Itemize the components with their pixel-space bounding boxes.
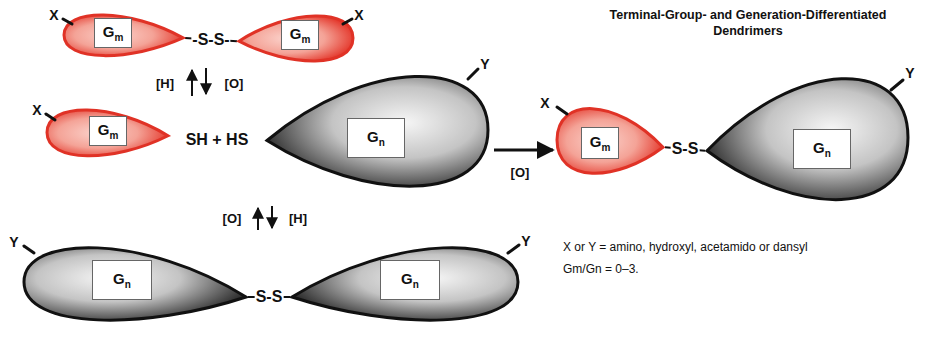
generation-box: Gn — [92, 260, 152, 300]
reaction-label: [O] — [511, 165, 530, 180]
terminal-stub — [891, 80, 903, 90]
generation-label: Gm — [290, 25, 311, 45]
generation-label: Gm — [98, 121, 119, 141]
terminal-group: Y — [521, 233, 530, 249]
reaction-arrow — [271, 206, 273, 228]
generation-box: Gm — [281, 20, 319, 50]
small-dendrimer: GmX — [62, 6, 185, 64]
terminal-stub — [508, 245, 519, 253]
title: Terminal-Group- and Generation-Different… — [598, 8, 898, 39]
generation-label: Gn — [367, 128, 385, 148]
generation-box: Gn — [347, 118, 405, 158]
reaction-label: [H] — [156, 76, 174, 91]
terminal-group: X — [49, 7, 58, 23]
terminal-group: Y — [905, 65, 914, 81]
small-dendrimer: GmX — [555, 95, 665, 185]
generation-label: Gm — [590, 133, 611, 153]
reaction-arrow — [494, 149, 553, 152]
generation-label: Gn — [401, 270, 419, 290]
dendrimer-shape — [239, 16, 353, 61]
reaction-arrow — [257, 208, 259, 230]
reaction-arrow — [191, 70, 193, 96]
generation-label: Gn — [813, 139, 831, 159]
reaction-label: [H] — [289, 211, 307, 226]
dendrimer-shape — [292, 248, 518, 320]
terminal-stub — [63, 19, 72, 24]
reaction-label: SH + HS — [186, 131, 249, 149]
terminal-stub — [557, 107, 567, 114]
terminal-group: Y — [9, 234, 18, 250]
bond-label: -S-S- — [191, 31, 230, 49]
terminal-group: X — [540, 95, 549, 111]
generation-label: Gm — [103, 23, 124, 43]
generation-box: Gn — [793, 129, 851, 169]
dendrimer-shape — [707, 79, 908, 200]
dendrimer-shape — [557, 109, 663, 174]
generation-box: Gn — [380, 260, 440, 300]
generation-box: Gm — [89, 116, 127, 146]
terminal-stub — [343, 19, 352, 24]
reaction-arrow — [205, 68, 207, 94]
generation-box: Gm — [94, 18, 132, 48]
note-text: Gm/Gn = 0–3. — [563, 262, 639, 276]
generation-box: Gm — [581, 127, 619, 159]
terminal-stub — [468, 69, 478, 79]
terminal-stub — [46, 114, 55, 120]
dendrimer-shape — [64, 15, 183, 56]
terminal-group: Y — [480, 56, 489, 72]
terminal-group: X — [354, 7, 363, 23]
small-dendrimer: GmX — [45, 100, 170, 165]
dendrimer-shape — [47, 110, 168, 156]
note-text: X or Y = amino, hydroxyl, acetamido or d… — [563, 240, 808, 254]
generation-label: Gn — [113, 270, 131, 290]
large-dendrimer: GnY — [290, 232, 520, 332]
reaction-label: [O] — [225, 76, 244, 91]
large-dendrimer: GnY — [705, 55, 910, 220]
large-dendrimer: GnY — [22, 232, 248, 332]
bond-label: S-S — [255, 288, 284, 306]
small-dendrimer: GmX — [237, 6, 355, 70]
bond-label: S-S — [671, 140, 700, 158]
large-dendrimer: Gn Y — [265, 55, 490, 205]
reaction-label: [O] — [223, 211, 242, 226]
dendrimer-shape — [24, 248, 246, 320]
terminal-group: X — [32, 102, 41, 118]
terminal-stub — [24, 246, 34, 253]
dendrimer-shape — [267, 76, 488, 186]
